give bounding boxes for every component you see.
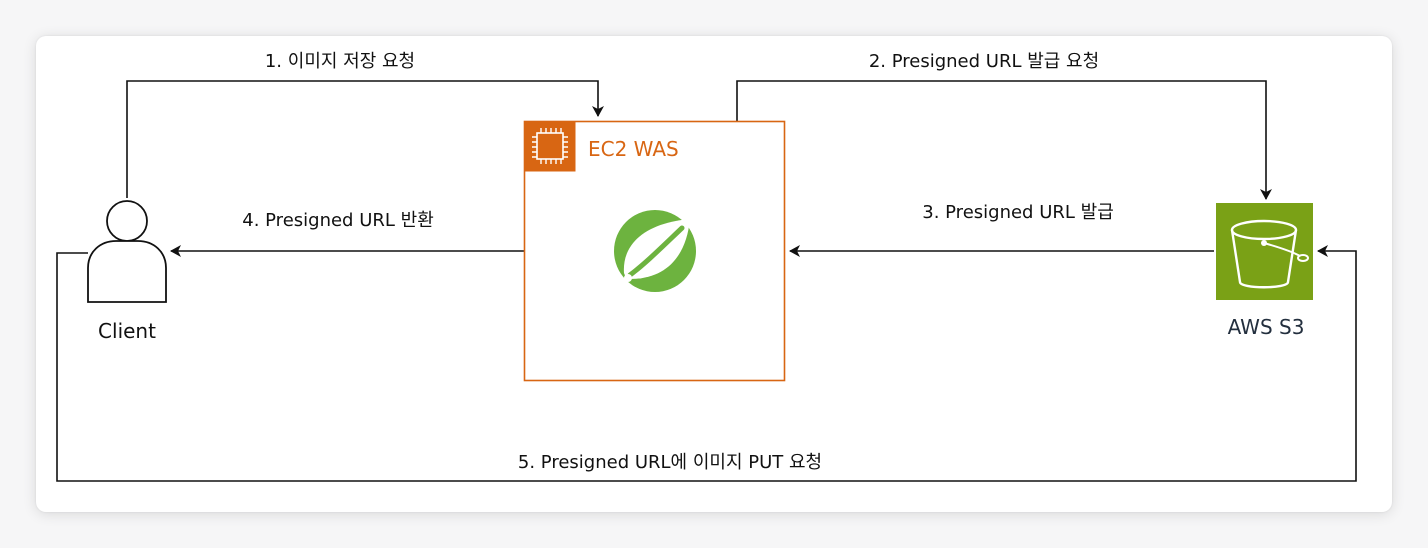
edge-5-label: 5. Presigned URL에 이미지 PUT 요청 <box>518 452 822 473</box>
ec2-chip-icon <box>524 121 576 172</box>
aws-s3-node[interactable]: AWS S3 <box>1216 203 1313 339</box>
user-icon <box>87 200 167 303</box>
edge-2-label: 2. Presigned URL 발급 요청 <box>869 51 1099 72</box>
edge-4-presigned-url-returned: 4. Presigned URL 반환 <box>170 210 524 257</box>
edge-4-label: 4. Presigned URL 반환 <box>242 210 434 231</box>
client-node[interactable]: Client <box>87 200 167 343</box>
ec2-was-label: EC2 WAS <box>588 137 679 161</box>
s3-bucket-icon <box>1230 219 1309 289</box>
edge-1-save-image-request: 1. 이미지 저장 요청 <box>126 51 604 198</box>
edge-3-presigned-url-issued: 3. Presigned URL 발급 <box>789 202 1214 257</box>
edge-5-put-image-request: 5. Presigned URL에 이미지 PUT 요청 <box>56 245 1357 482</box>
edge-1-label: 1. 이미지 저장 요청 <box>265 51 415 72</box>
edge-3-label: 3. Presigned URL 발급 <box>922 202 1114 223</box>
client-label: Client <box>98 319 156 343</box>
ec2-was-node[interactable]: EC2 WAS <box>523 120 786 382</box>
aws-s3-label: AWS S3 <box>1228 315 1305 339</box>
spring-leaf-logo <box>614 210 696 292</box>
edge-2-presigned-url-issue-request: 2. Presigned URL 발급 요청 <box>736 51 1272 200</box>
s3-bucket-icon-bg <box>1216 203 1313 300</box>
